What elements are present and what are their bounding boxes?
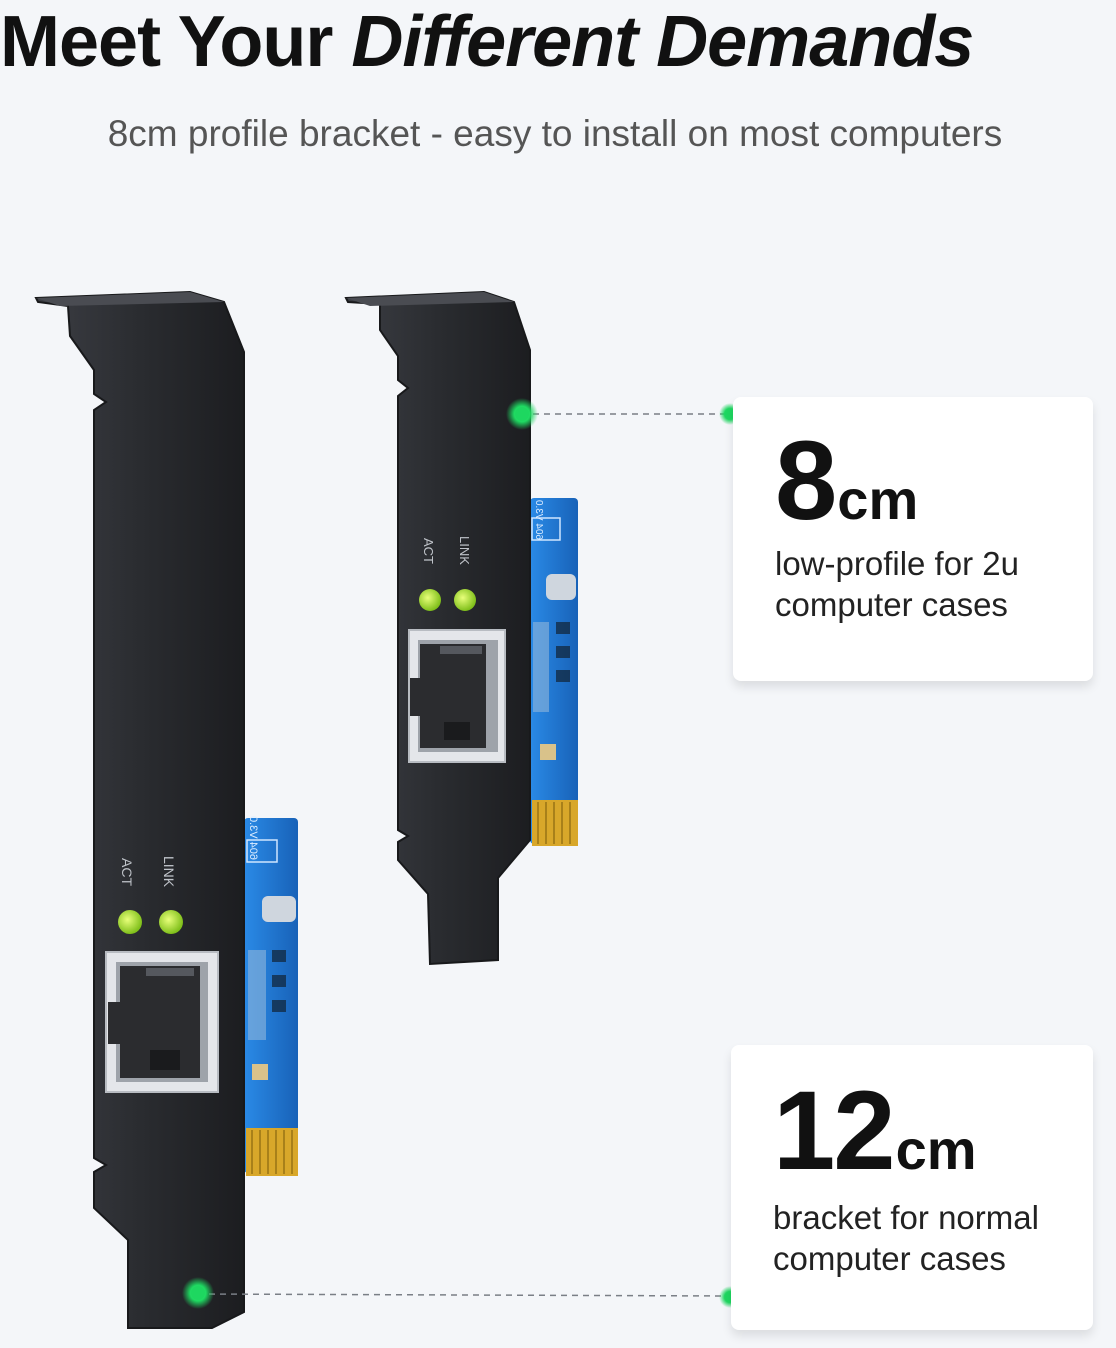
- measurement-number: 12: [773, 1068, 896, 1193]
- leader-12cm: [182, 1277, 741, 1309]
- ethernet-port-small: [408, 629, 506, 763]
- act-label-small: ACT: [421, 538, 436, 564]
- full-height-bracket: ACT LINK 604 V3.0: [34, 290, 298, 1329]
- board-code-small: 604 V3.0: [533, 500, 544, 540]
- measurement-8cm: 8cm: [775, 425, 918, 537]
- bracket-plate-large: [34, 290, 245, 1329]
- card-description: bracket for normal computer cases: [773, 1199, 1039, 1277]
- board-code-large: 604 V3.0: [247, 816, 259, 860]
- bracket-plate-small: [344, 290, 531, 966]
- pcb-board-small: [530, 498, 578, 846]
- link-led-small: [454, 589, 476, 611]
- ethernet-port-large: [105, 951, 219, 1093]
- headline-regular: Meet Your: [0, 2, 333, 82]
- low-profile-bracket: ACT LINK 604 V3.0: [344, 290, 578, 966]
- headline-italic: Different Demands: [351, 2, 974, 82]
- act-led-large: [118, 910, 142, 934]
- normal-bracket-card: 12cm bracket for normal computer cases: [731, 1045, 1093, 1330]
- pcb-board-large: [244, 818, 298, 1176]
- measurement-number: 8: [775, 418, 837, 543]
- headline: Meet Your Different Demands: [0, 0, 1116, 84]
- act-label-large: ACT: [119, 858, 135, 886]
- link-led-large: [159, 910, 183, 934]
- measurement-unit: cm: [837, 468, 919, 531]
- measurement-unit: cm: [895, 1118, 977, 1181]
- leader-8cm: [506, 398, 741, 430]
- measurement-12cm: 12cm: [773, 1075, 977, 1187]
- act-led-small: [419, 589, 441, 611]
- low-profile-card: 8cm low-profile for 2u computer cases: [733, 397, 1093, 681]
- link-label-large: LINK: [161, 856, 177, 888]
- subtitle: 8cm profile bracket - easy to install on…: [107, 113, 1003, 154]
- link-label-small: LINK: [457, 536, 472, 565]
- card-description: low-profile for 2u computer cases: [775, 545, 1019, 623]
